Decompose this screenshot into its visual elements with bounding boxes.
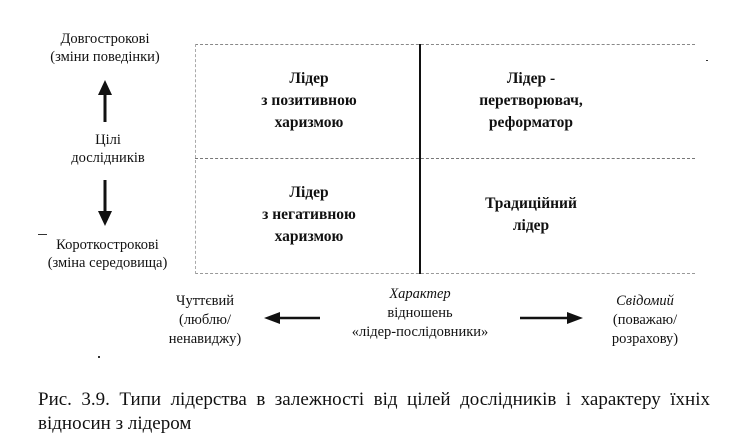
cell-transformer-line2: перетворювач, (479, 92, 583, 109)
arrow-right-icon (520, 312, 583, 324)
axis-label-goals-line1: Цілі (95, 132, 121, 148)
matrix-top-border (195, 44, 695, 45)
cell-negative-charisma-line3: харизмою (274, 228, 344, 245)
cell-traditional-line1: Традиційний (485, 195, 577, 212)
cell-negative-charisma: Лідер з негативною харизмою (235, 170, 383, 260)
axis-label-long-term-line2: (зміни поведінки) (50, 49, 160, 65)
axis-label-emotional: Чуттєвий (люблю/ ненавиджу) (150, 292, 260, 349)
scan-speck (38, 234, 47, 235)
axis-label-short-term-line2: (зміна середовища) (47, 255, 168, 271)
cell-positive-charisma-line1: Лідер (289, 70, 329, 87)
cell-negative-charisma-line1: Лідер (289, 184, 329, 201)
axis-label-conscious-line1: Свідомий (616, 293, 674, 309)
matrix-vertical-divider (419, 44, 421, 274)
cell-transformer-line3: реформатор (488, 114, 574, 131)
axis-label-emotional-line2: (люблю/ (178, 312, 231, 328)
axis-label-conscious-line3: розрахову) (611, 331, 679, 347)
cell-transformer-reformer: Лідер - перетворювач, реформатор (431, 56, 631, 146)
axis-label-emotional-line1: Чуттєвий (176, 293, 234, 309)
cell-transformer-line1: Лідер - (506, 70, 556, 87)
axis-label-goals: Цілі дослідників (52, 131, 164, 167)
axis-label-relationship: Характер відношень «лідер-послідовники» (325, 285, 515, 342)
axis-label-goals-line2: дослідників (71, 150, 145, 166)
cell-positive-charisma: Лідер з позитивною харизмою (235, 56, 383, 146)
axis-label-relationship-line3: «лідер-послідовники» (351, 324, 489, 340)
axis-label-emotional-line3: ненавиджу) (168, 331, 242, 347)
axis-label-long-term-line1: Довгострокові (60, 31, 150, 47)
matrix-left-border (195, 44, 196, 274)
leadership-matrix: Лідер з позитивною харизмою Лідер - пере… (195, 44, 695, 274)
scan-speck (706, 60, 708, 61)
cell-traditional-leader: Традиційний лідер (431, 170, 631, 260)
cell-positive-charisma-line2: з позитивною (261, 92, 357, 109)
figure-caption: Рис. 3.9. Типи лідерства в залежності ві… (38, 389, 710, 434)
axis-label-short-term: Короткострокові (зміна середовища) (20, 236, 195, 272)
axis-label-long-term: Довгострокові (зміни поведінки) (20, 30, 190, 66)
axis-label-conscious: Свідомий (поважаю/ розрахову) (580, 292, 710, 349)
arrow-up-icon (98, 80, 112, 122)
axis-label-relationship-line1: Характер (389, 286, 451, 302)
arrow-down-icon (98, 180, 112, 226)
arrow-left-icon (264, 312, 320, 324)
axis-label-conscious-line2: (поважаю/ (612, 312, 678, 328)
axis-label-relationship-line2: відношень (387, 305, 453, 321)
cell-positive-charisma-line3: харизмою (274, 114, 344, 131)
axis-label-short-term-line1: Короткострокові (56, 237, 159, 253)
scan-speck (98, 356, 100, 358)
cell-negative-charisma-line2: з негативною (262, 206, 356, 223)
matrix-bottom-border (195, 273, 695, 274)
cell-traditional-line2: лідер (512, 217, 550, 234)
matrix-horizontal-divider (195, 158, 695, 159)
